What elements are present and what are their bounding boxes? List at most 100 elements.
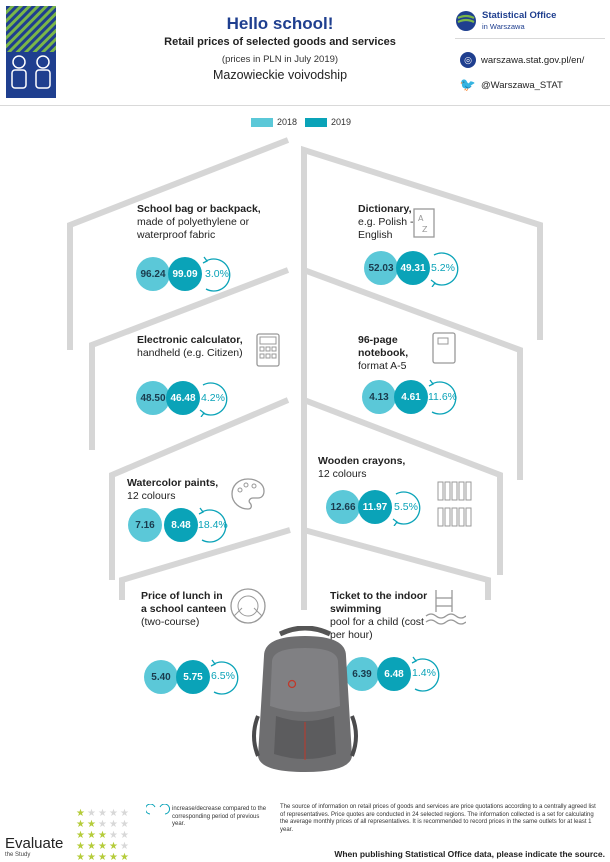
svg-text:★: ★ — [109, 852, 118, 860]
price-2019-notebook: 4.61 — [394, 380, 428, 414]
svg-text:★: ★ — [120, 841, 129, 852]
price-2019-watercolor: 8.48 — [164, 508, 198, 542]
price-2018-watercolor: 7.16 — [128, 508, 162, 542]
pool-icon — [425, 590, 466, 625]
price-2018-crayons: 12.66 — [326, 490, 360, 524]
price-2018-calculator: 48.50 — [136, 381, 170, 415]
legend-swatch-2019 — [305, 117, 328, 127]
legend: 2018 2019 — [251, 117, 359, 127]
increase-arrow-icon — [210, 659, 239, 695]
office-emblem-icon — [456, 11, 476, 31]
price-2019-calculator: 46.48 — [166, 381, 200, 415]
publish-note: When publishing Statistical Office data,… — [334, 849, 605, 859]
price-2019-backpack: 99.09 — [168, 257, 202, 291]
svg-text:★: ★ — [87, 819, 96, 830]
svg-text:★: ★ — [98, 830, 107, 841]
dictionary-icon: AZ — [413, 208, 435, 238]
increase-arrow-icon — [411, 656, 440, 692]
svg-text:★: ★ — [98, 808, 107, 819]
crayons-icon — [437, 481, 472, 527]
globe-icon: ◎ — [460, 52, 476, 68]
svg-text:★: ★ — [87, 841, 96, 852]
svg-text:★: ★ — [109, 808, 118, 819]
price-note: (prices in PLN in July 2019) — [221, 54, 339, 65]
palette-icon — [231, 478, 265, 510]
price-2018-notebook: 4.13 — [362, 380, 396, 414]
item-title-notebook: 96-page notebook,format A-5 — [358, 334, 409, 372]
twitter-icon: 🐦 — [459, 77, 477, 93]
svg-text:★: ★ — [98, 841, 107, 852]
item-title-backpack: School bag or backpack,made of polyethyl… — [137, 203, 261, 241]
increase-arrow-icon — [428, 379, 457, 415]
change-watercolor: 18.4% — [198, 519, 228, 531]
twitter-link[interactable]: 🐦 @Warszawa_STAT — [459, 77, 563, 93]
arrow-legend-note: increase/decrease compared to the corres… — [172, 806, 267, 827]
legend-swatch-2018 — [251, 117, 273, 127]
item-title-calculator: Electronic calculator,handheld (e.g. Cit… — [137, 334, 243, 359]
change-backpack: 3.0% — [205, 268, 229, 280]
price-2018-backpack: 96.24 — [136, 257, 170, 291]
svg-text:Z: Z — [422, 225, 428, 234]
svg-text:★: ★ — [76, 852, 85, 860]
legend-label-2019: 2019 — [331, 117, 352, 127]
legend-label-2018: 2018 — [277, 117, 298, 127]
price-2019-pool: 6.48 — [377, 657, 411, 691]
school-kids-logo — [4, 4, 58, 100]
svg-text:★: ★ — [76, 808, 85, 819]
region-label: Mazowieckie voivodship — [212, 68, 348, 82]
svg-text:★: ★ — [109, 830, 118, 841]
svg-text:★: ★ — [109, 841, 118, 852]
svg-text:★: ★ — [76, 819, 85, 830]
evaluate-label[interactable]: Evaluate — [5, 835, 64, 852]
lunch-icon — [230, 588, 266, 624]
svg-text:★: ★ — [120, 808, 129, 819]
page-title: Hello school! — [226, 14, 334, 33]
rating-stars[interactable]: ★★★★★ ★★★★★ ★★★★★ ★★★★★ ★★★★★ — [76, 806, 132, 860]
source-note: The source of information on retail pric… — [280, 804, 596, 833]
svg-text:★: ★ — [98, 819, 107, 830]
item-title-dictionary: Dictionary,e.g. Polish -English — [358, 203, 414, 241]
svg-text:★: ★ — [87, 830, 96, 841]
item-title-lunch: Price of lunch in a school canteen(two-c… — [141, 590, 227, 628]
increase-arrow-icon — [198, 507, 227, 543]
shelf-lines — [67, 137, 543, 610]
svg-text:★: ★ — [120, 830, 129, 841]
svg-text:★: ★ — [76, 841, 85, 852]
price-2018-pool: 6.39 — [345, 657, 379, 691]
change-pool: 1.4% — [412, 667, 436, 679]
evaluate-sublabel: the Study — [5, 852, 31, 858]
change-dictionary: 5.2% — [431, 262, 455, 274]
page-subtitle: Retail prices of selected goods and serv… — [164, 36, 396, 48]
change-crayons: 5.5% — [394, 501, 418, 513]
change-notebook: 11.6% — [428, 391, 457, 403]
svg-text:★: ★ — [120, 819, 129, 830]
office-city: in Warszawa — [482, 22, 525, 31]
price-2018-lunch: 5.40 — [144, 660, 178, 694]
price-2019-lunch: 5.75 — [176, 660, 210, 694]
increase-arrow-icon — [202, 256, 231, 292]
decrease-arrow-icon — [430, 252, 459, 287]
notebook-icon — [432, 332, 456, 364]
item-title-crayons: Wooden crayons,12 colours — [318, 455, 406, 480]
office-name: Statistical Office — [482, 10, 557, 21]
svg-text:★: ★ — [87, 852, 96, 860]
svg-text:A: A — [418, 214, 424, 223]
price-2019-dictionary: 49.31 — [396, 251, 430, 285]
price-2019-crayons: 11.97 — [358, 490, 392, 524]
change-arrows-icon — [146, 804, 170, 815]
calculator-icon — [256, 333, 280, 367]
svg-text:★: ★ — [120, 852, 129, 860]
svg-text:★: ★ — [87, 808, 96, 819]
svg-text:★: ★ — [76, 830, 85, 841]
svg-text:★: ★ — [109, 819, 118, 830]
statistical-office-logo: Statistical Office in Warszawa — [455, 10, 556, 32]
decrease-arrow-icon — [392, 491, 421, 526]
website-link[interactable]: ◎ warszawa.stat.gov.pl/en/ — [460, 52, 584, 68]
decrease-arrow-icon — [199, 382, 228, 417]
change-lunch: 6.5% — [211, 670, 235, 682]
change-calculator: 4.2% — [201, 392, 225, 404]
svg-text:★: ★ — [98, 852, 107, 860]
price-2018-dictionary: 52.03 — [364, 251, 398, 285]
backpack-illustration — [252, 626, 358, 772]
